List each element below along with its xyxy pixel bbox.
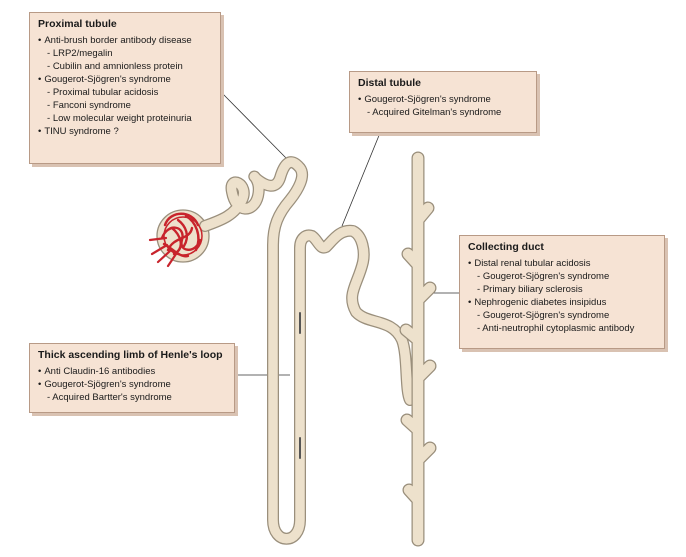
label-box-proximal-tubule: Proximal tubule Anti-brush border antibo… <box>29 12 221 164</box>
list-item: Nephrogenic diabetes insipidus <box>468 296 656 309</box>
list-item: Acquired Bartter's syndrome <box>38 391 226 404</box>
list-item: Proximal tubular acidosis <box>38 86 212 99</box>
list-item: Gougerot-Sjögren's syndrome <box>38 73 212 86</box>
label-box-henle-loop: Thick ascending limb of Henle's loop Ant… <box>29 343 235 413</box>
list-item: Gougerot-Sjögren's syndrome <box>38 378 226 391</box>
collecting-duct-list: Distal renal tubular acidosis Gougerot-S… <box>468 257 656 335</box>
henle-loop-list: Anti Claudin-16 antibodies Gougerot-Sjög… <box>38 365 226 404</box>
list-item: LRP2/megalin <box>38 47 212 60</box>
distal-tubule-list: Gougerot-Sjögren's syndrome Acquired Git… <box>358 93 528 119</box>
henle-loop-title: Thick ascending limb of Henle's loop <box>38 349 223 361</box>
label-box-distal-tubule: Distal tubule Gougerot-Sjögren's syndrom… <box>349 71 537 133</box>
list-item: Fanconi syndrome <box>38 99 212 112</box>
list-item: Acquired Gitelman's syndrome <box>358 106 528 119</box>
list-item: Anti-neutrophil cytoplasmic antibody <box>468 322 656 335</box>
list-item: Gougerot-Sjögren's syndrome <box>468 270 656 283</box>
proximal-tubule-title: Proximal tubule <box>38 18 117 30</box>
list-item: Distal renal tubular acidosis <box>468 257 656 270</box>
distal-tubule-title: Distal tubule <box>358 77 422 89</box>
list-item: Primary biliary sclerosis <box>468 283 656 296</box>
list-item: Gougerot-Sjögren's syndrome <box>358 93 528 106</box>
collecting-duct-fill <box>400 152 436 546</box>
list-item: Gougerot-Sjögren's syndrome <box>468 309 656 322</box>
leader-line-proximal <box>221 92 289 161</box>
label-box-collecting-duct: Collecting duct Distal renal tubular aci… <box>459 235 665 349</box>
tubule-outline <box>199 156 416 545</box>
nephron-tubule <box>199 156 416 545</box>
tubule-fill <box>200 157 415 544</box>
proximal-tubule-list: Anti-brush border antibody disease LRP2/… <box>38 34 212 138</box>
leader-lines <box>221 92 459 376</box>
glomerulus <box>148 212 203 268</box>
list-item: Anti Claudin-16 antibodies <box>38 365 226 378</box>
leader-line-distal <box>341 132 381 227</box>
collecting-duct-title: Collecting duct <box>468 241 544 253</box>
list-item: Anti-brush border antibody disease <box>38 34 212 47</box>
list-item: Cubilin and amnionless protein <box>38 60 212 73</box>
collecting-duct <box>399 151 437 547</box>
list-item: Low molecular weight proteinuria <box>38 112 212 125</box>
list-item: TINU syndrome ? <box>38 125 212 138</box>
